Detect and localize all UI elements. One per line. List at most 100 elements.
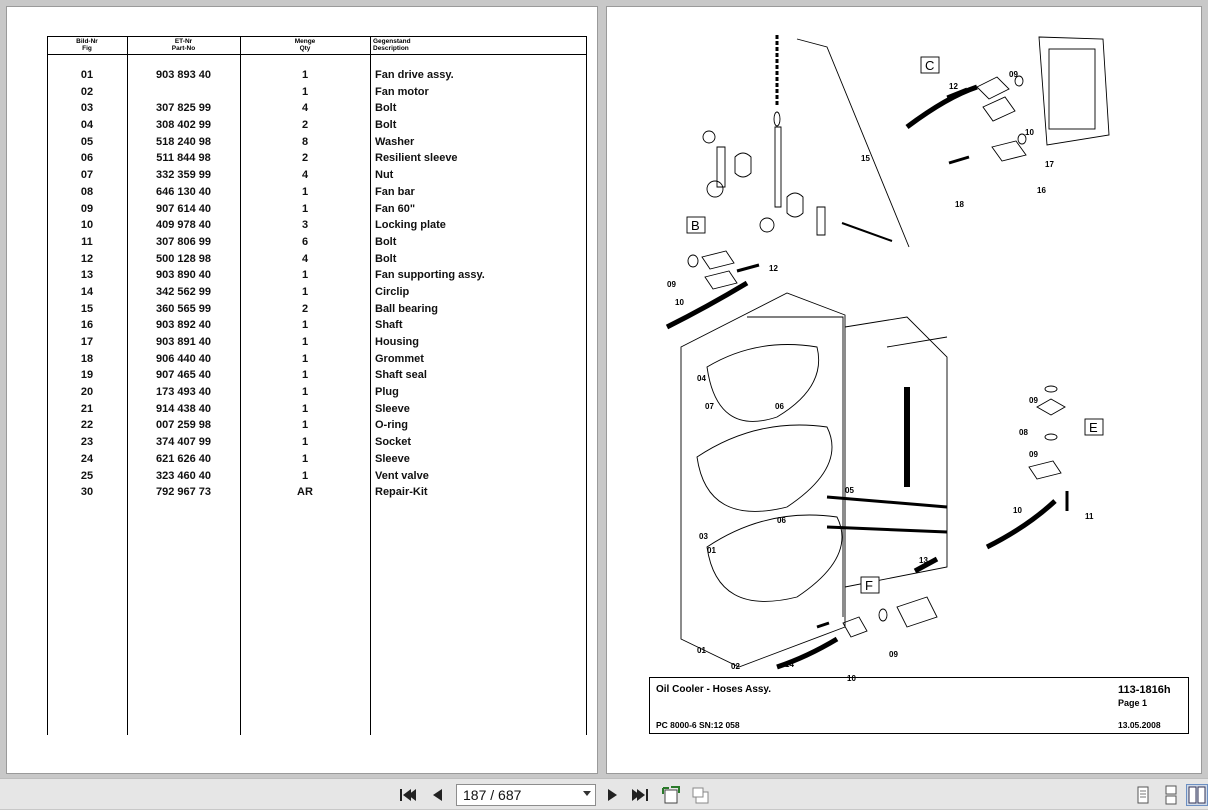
cell-part-no: 307 825 99: [155, 102, 212, 115]
callout-13: 13: [919, 556, 928, 565]
cell-fig: 19: [80, 369, 94, 382]
fitting-b: [665, 250, 760, 330]
cell-description: Shaft: [375, 319, 403, 332]
cell-fig: 20: [80, 386, 94, 399]
fitting-e: [985, 385, 1069, 550]
callout-09e: 09: [889, 650, 898, 659]
cell-qty: 1: [301, 202, 309, 215]
continuous-icon[interactable]: [1160, 784, 1182, 806]
cell-fig: 10: [80, 219, 94, 232]
exploded-drawing: C B: [665, 35, 1110, 683]
cell-fig: 21: [80, 402, 94, 415]
cell-description: Resilient sleeve: [375, 152, 458, 165]
table-row: 10 409 978 40 3 Locking plate: [47, 217, 587, 234]
cell-qty: 1: [301, 69, 309, 81]
cell-part-no: 914 438 40: [155, 402, 212, 415]
cell-description: Socket: [375, 436, 412, 449]
cell-part-no: 903 893 40: [155, 69, 212, 81]
page-number-input[interactable]: 187 / 687: [456, 784, 596, 806]
cell-description: Fan 60": [375, 202, 416, 215]
cell-qty: 4: [301, 102, 309, 115]
cell-fig: 04: [80, 119, 94, 132]
cell-fig: 16: [80, 319, 94, 332]
cell-qty: 4: [301, 169, 309, 182]
cell-fig: 22: [80, 419, 94, 432]
cell-qty: 8: [301, 135, 309, 148]
cell-qty: 1: [301, 336, 309, 348]
cell-qty: 3: [301, 219, 309, 232]
single-page-icon[interactable]: [1132, 784, 1154, 806]
cell-fig: 06: [80, 152, 94, 165]
fit-width-icon[interactable]: [690, 784, 712, 806]
cell-qty: 1: [301, 419, 309, 432]
cell-description: Fan supporting assy.: [375, 269, 485, 282]
cell-qty: 2: [301, 302, 309, 315]
next-page-icon[interactable]: [604, 784, 622, 806]
last-page-icon[interactable]: [630, 784, 650, 806]
cell-fig: 07: [80, 169, 94, 182]
title-block: Oil Cooler - Hoses Assy. 113-1816h Page …: [649, 677, 1189, 734]
cell-description: Repair-Kit: [375, 486, 428, 499]
callout-17: 17: [1045, 160, 1054, 169]
callout-09b: 09: [667, 280, 676, 289]
first-page-icon[interactable]: [398, 784, 418, 806]
cell-qty: 1: [301, 319, 309, 332]
cell-part-no: 374 407 99: [155, 436, 212, 449]
cell-description: Plug: [375, 386, 399, 399]
chevron-down-icon[interactable]: [583, 791, 591, 796]
cell-fig: 23: [80, 436, 94, 449]
cell-description: Sleeve: [375, 402, 410, 415]
cell-description: Bolt: [375, 235, 397, 248]
cell-part-no: 500 128 98: [155, 252, 212, 265]
cell-part-no: 342 562 99: [155, 285, 212, 298]
callout-03: 03: [699, 532, 708, 541]
cell-qty: 1: [301, 452, 309, 465]
cell-description: Fan drive assy.: [375, 69, 454, 81]
cell-fig: 13: [80, 269, 94, 282]
cell-part-no: 409 978 40: [155, 219, 212, 232]
cell-qty: 1: [301, 386, 309, 399]
facing-pages-icon[interactable]: [1186, 784, 1208, 806]
drawing-title: Oil Cooler - Hoses Assy.: [656, 684, 772, 695]
cell-qty: 1: [301, 469, 309, 482]
cell-description: Sleeve: [375, 452, 410, 465]
callout-10: 10: [1025, 128, 1034, 137]
cell-part-no: 007 259 98: [155, 419, 212, 432]
fit-page-icon[interactable]: [660, 784, 682, 806]
drawing-page: C B: [606, 6, 1202, 774]
cell-description: O-ring: [375, 419, 408, 432]
cell-part-no: 903 891 40: [155, 336, 212, 348]
cell-description: Locking plate: [375, 219, 446, 232]
cell-qty: 1: [301, 402, 309, 415]
cell-fig: 12: [80, 252, 94, 265]
prev-page-icon[interactable]: [428, 784, 446, 806]
cell-description: Shaft seal: [375, 369, 427, 382]
cell-part-no: 307 806 99: [155, 235, 212, 248]
page-number-label: 187 / 687: [463, 787, 522, 803]
cell-description: Fan bar: [375, 185, 415, 198]
oil-cooler-body: [680, 292, 948, 668]
table-row: 20 173 493 40 1 Plug: [47, 384, 587, 401]
cell-part-no: 173 493 40: [155, 386, 212, 399]
cell-fig: 30: [80, 486, 94, 499]
cell-description: Housing: [375, 336, 419, 348]
cell-part-no: 906 440 40: [155, 352, 212, 365]
